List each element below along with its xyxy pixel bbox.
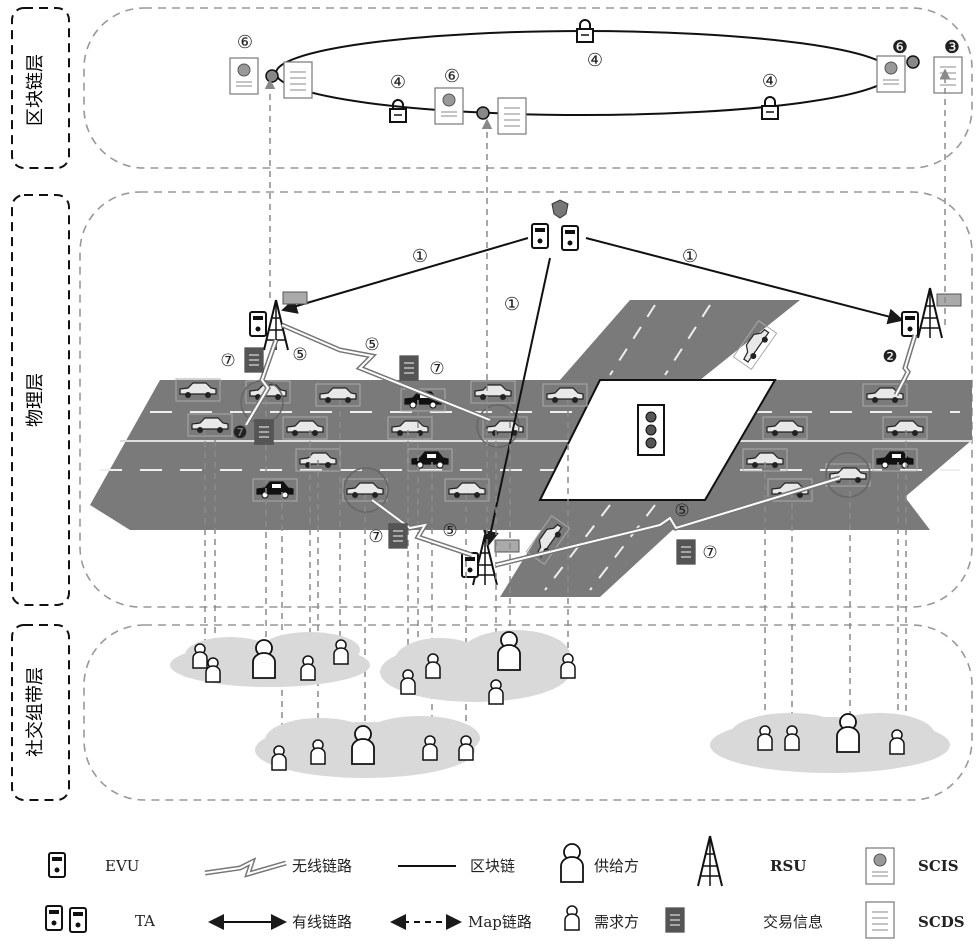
rsu-left: [250, 292, 307, 350]
legend-wireless-label: 无线链路: [292, 857, 352, 875]
marker-6-left: ⑥: [237, 32, 253, 53]
legend-demander-label: 需求方: [594, 913, 639, 931]
evu-icon: [250, 312, 266, 336]
supplier-icon: [253, 640, 275, 678]
marker-1-right: ①: [682, 246, 698, 267]
demander-icon: [426, 654, 440, 678]
scds-doc-left: [284, 62, 312, 98]
ta-node: [532, 200, 578, 250]
ledger-node-left: [266, 70, 278, 82]
legend-evu-icon: [49, 853, 65, 877]
legend-trade-info-label: 交易信息: [763, 913, 823, 931]
traffic-light-yellow: [646, 425, 656, 435]
marker-7-b: ⑦: [429, 359, 444, 379]
demander-icon: [489, 680, 503, 704]
scis-doc-left: [230, 58, 258, 94]
marker-1-left: ①: [412, 246, 428, 267]
marker-5-b: ⑤: [364, 335, 379, 355]
ta-server-icon: [562, 226, 578, 250]
legend-trade-info-icon: [666, 908, 684, 932]
scis-doc-middle: [435, 88, 463, 124]
blockchain-layer-label: 区块链层: [25, 54, 46, 126]
traffic-light-green: [646, 438, 656, 448]
marker-4-right: ④: [762, 71, 778, 92]
legend-blockchain-label: 区块链: [470, 857, 515, 875]
lock-icon-left: [390, 100, 406, 122]
legend-scds-icon: [866, 902, 894, 938]
demander-icon: [193, 644, 207, 668]
supplier-icon: [837, 714, 859, 752]
ledger-node-right: [907, 56, 919, 68]
demander-icon: [758, 726, 772, 750]
demander-icon: [311, 740, 325, 764]
trade-info-doc: [400, 356, 418, 380]
demander-icon: [785, 726, 799, 750]
marker-7-a: ⑦: [220, 351, 235, 371]
legend-demander-icon: [565, 906, 579, 930]
marker-6b-right: ❻: [892, 37, 908, 58]
legend-supplier-icon: [561, 844, 583, 882]
demander-icon: [334, 640, 348, 664]
lock-icon-top: [577, 20, 593, 42]
legend-map-label: Map链路: [468, 913, 532, 931]
rsu-equipment-icon: [937, 294, 961, 306]
physical-layer-label: 物理层: [25, 373, 46, 427]
rsu-right: [902, 288, 961, 338]
legend-rsu-label: RSU: [770, 857, 806, 875]
legend: EVU TA 无线链路 有线链路 区块链 Map链路 供给方 需求方 RSU 交…: [46, 836, 965, 938]
demander-icon: [206, 658, 220, 682]
marker-6-middle: ⑥: [444, 66, 460, 87]
supplier-icon: [352, 726, 374, 764]
legend-scis-icon: [866, 848, 894, 884]
legend-wired-label: 有线链路: [292, 913, 352, 931]
marker-4-top: ④: [587, 50, 603, 71]
legend-ta-icon: [46, 906, 62, 930]
lock-icon-right: [762, 97, 778, 119]
demander-icon: [272, 746, 286, 770]
scis-doc-right: [877, 56, 905, 92]
ta-server-icon: [532, 224, 548, 248]
legend-ta-icon: [70, 908, 86, 932]
blockchain-link-ta-rsu-left: [283, 238, 528, 310]
trade-info-doc: [245, 348, 263, 372]
shield-icon: [552, 200, 568, 218]
demander-icon: [423, 736, 437, 760]
traffic-light-red: [646, 412, 656, 422]
marker-1-bottom: ①: [504, 294, 520, 315]
rsu-equipment-icon: [283, 292, 307, 304]
scds-doc-middle: [498, 98, 526, 134]
legend-scis-label: SCIS: [918, 857, 959, 875]
social-layer-label: 社交组带层: [25, 667, 46, 757]
marker-5-c: ⑤: [442, 521, 457, 541]
demander-icon: [301, 656, 315, 680]
scds-doc-right: [934, 57, 962, 93]
legend-rsu-icon: [698, 836, 722, 886]
marker-5-d: ⑤: [674, 501, 689, 521]
social-cloud-4: [710, 713, 950, 773]
ledger-node-middle: [477, 107, 489, 119]
blockchain-ring: [276, 31, 892, 115]
evu-icon: [902, 312, 918, 336]
marker-7b-c: ❼: [232, 423, 247, 443]
marker-7-d: ⑦: [368, 527, 383, 547]
demander-icon: [561, 654, 575, 678]
legend-scds-label: SCDS: [918, 913, 965, 931]
demander-icon: [401, 670, 415, 694]
trade-info-doc: [255, 420, 273, 444]
marker-3-right: ❸: [944, 37, 960, 58]
marker-4-left: ④: [390, 72, 406, 93]
rsu-equipment-icon: [495, 540, 519, 552]
marker-7-e: ⑦: [702, 543, 717, 563]
marker-2-right: ❷: [882, 347, 897, 367]
marker-5-a: ⑤: [292, 345, 307, 365]
supplier-icon: [498, 632, 520, 670]
demander-icon: [890, 730, 904, 754]
demander-icon: [459, 736, 473, 760]
legend-evu-label: EVU: [105, 857, 139, 875]
trade-info-doc: [677, 540, 695, 564]
legend-supplier-label: 供给方: [594, 857, 639, 875]
trade-info-doc: [389, 524, 407, 548]
legend-ta-label: TA: [135, 912, 155, 930]
